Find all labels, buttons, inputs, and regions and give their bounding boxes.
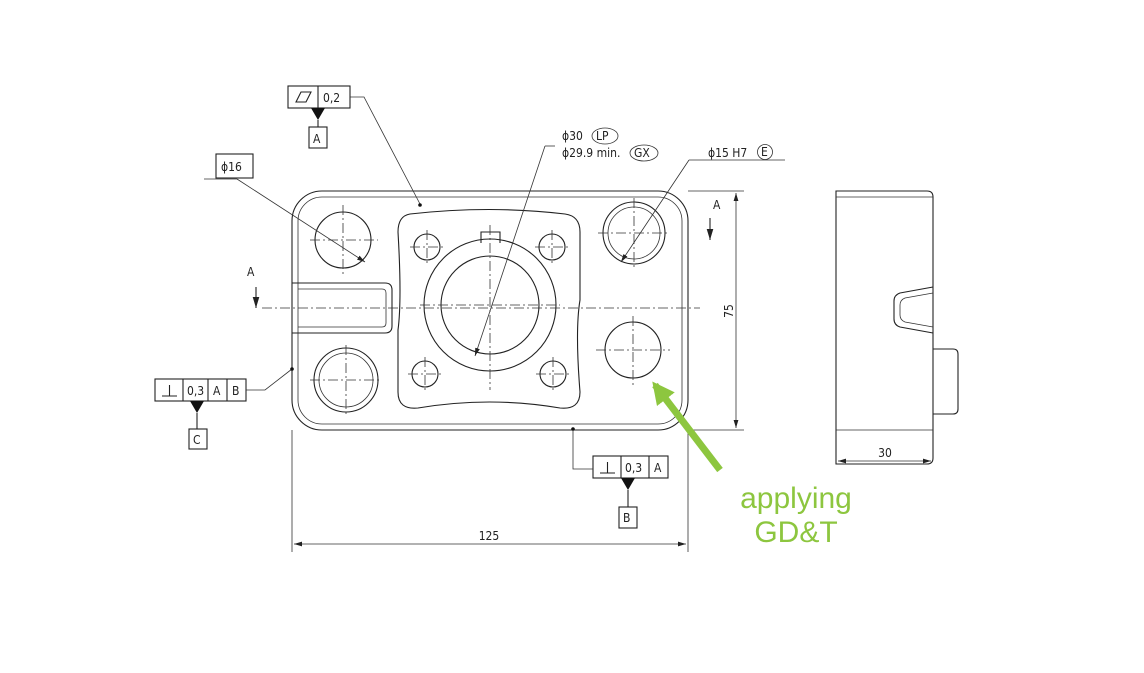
svg-text:C: C: [193, 433, 201, 447]
svg-text:E: E: [761, 145, 768, 159]
svg-text:B: B: [623, 511, 630, 525]
svg-text:LP: LP: [596, 129, 609, 143]
svg-text:A: A: [713, 198, 721, 212]
hole-callout-16: ϕ16: [204, 153, 366, 263]
svg-text:GX: GX: [634, 146, 650, 160]
dimensions: 75 125 30: [291, 190, 931, 552]
svg-text:ϕ16: ϕ16: [221, 160, 242, 174]
hole-callout-15: ϕ15 H7 E: [620, 144, 785, 263]
svg-text:0,2: 0,2: [323, 91, 340, 105]
section-marker-left: A: [247, 265, 260, 308]
dim-depth: 30: [878, 446, 892, 460]
svg-text:ϕ30: ϕ30: [562, 129, 583, 143]
flatness-fcf: 0,2 A: [287, 85, 422, 207]
svg-text:A: A: [213, 384, 221, 398]
svg-text:A: A: [247, 265, 255, 279]
svg-text:A: A: [654, 461, 662, 475]
dim-height: 75: [722, 304, 736, 318]
svg-text:B: B: [232, 384, 239, 398]
flatness-icon: [295, 91, 312, 103]
bore-callout: ϕ30 LP ϕ29.9 min. GX: [474, 127, 659, 357]
dim-width: 125: [479, 529, 500, 543]
svg-text:ϕ29.9 min.: ϕ29.9 min.: [562, 146, 620, 160]
side-view: [835, 190, 959, 465]
annotation-line2: GD&T: [754, 516, 837, 549]
svg-text:ϕ15 H7: ϕ15 H7: [708, 146, 747, 160]
perpendicularity-icon: [600, 462, 615, 474]
svg-text:A: A: [313, 132, 321, 146]
front-view: [262, 190, 700, 431]
svg-text:0,3: 0,3: [625, 461, 642, 475]
centerlines: [262, 198, 700, 416]
svg-text:0,3: 0,3: [187, 384, 204, 398]
perpendicularity-icon: [162, 385, 177, 397]
perp-fcf-bottom: 0,3 A B: [571, 427, 669, 529]
perp-fcf-left: 0,3 A B C: [154, 367, 294, 450]
annotation-line1: applying: [740, 482, 852, 515]
gdt-annotation: applying GD&T: [652, 381, 852, 549]
section-marker-right: A: [706, 198, 721, 240]
